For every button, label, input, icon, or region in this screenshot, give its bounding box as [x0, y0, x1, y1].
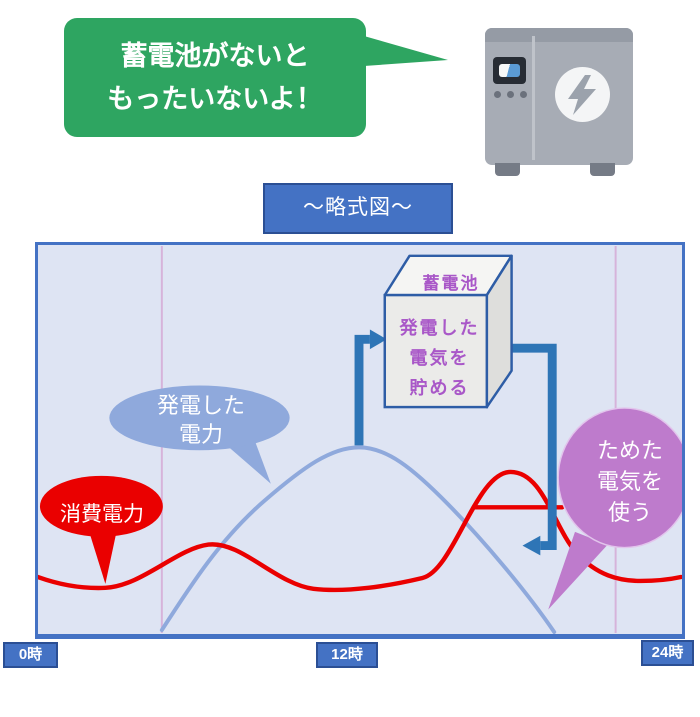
consumed-power-label: 消費電力 [60, 503, 144, 526]
stored-bubble [557, 407, 682, 549]
generated-bubble-tail [222, 438, 271, 484]
battery-cube-title: 蓄電池 [422, 274, 480, 293]
x-tick-0h: 0時 [3, 642, 58, 668]
generated-power-label: 発電した 電力 [156, 393, 245, 447]
battery-bolt-badge [555, 67, 610, 122]
lightning-bolt-shape [568, 75, 596, 115]
consumed-bubble [39, 475, 163, 537]
battery-foot-right [590, 163, 615, 176]
battery-foot-left [495, 163, 520, 176]
lightning-bolt-icon [568, 75, 596, 115]
callout-tail-shape [364, 36, 448, 66]
consumption-curve [38, 469, 682, 593]
battery-cube-body-text: 発電した 電気を 貯める [399, 318, 480, 398]
chart-canvas [38, 245, 682, 634]
callout-bubble: 蓄電池がないと もったいないよ！ [64, 18, 366, 137]
chart-area: 発電した 電力 消費電力 ためた 電気を 使う 蓄電池 発電した 電気を 貯める [35, 242, 685, 639]
discharge-arrow-head-icon [522, 535, 541, 556]
battery-storage-unit-icon [480, 22, 638, 182]
charge-arrow-shaft [354, 334, 370, 446]
consumed-bubble-tail [89, 532, 117, 584]
battery-button-1 [494, 91, 501, 98]
battery-level-icon [499, 64, 520, 77]
battery-top-band [485, 28, 633, 42]
battery-button-3 [520, 91, 527, 98]
discharge-arrow-shaft [510, 343, 557, 551]
battery-cube-front [383, 293, 489, 409]
generated-bubble [109, 385, 290, 451]
stored-power-label: ためた 電気を 使う [596, 438, 663, 525]
x-tick-24h: 24時 [641, 640, 694, 666]
stored-bubble-tail [548, 531, 608, 610]
x-tick-12h: 12時 [316, 642, 378, 668]
callout-tail [364, 36, 448, 66]
battery-button-2 [507, 91, 514, 98]
battery-panel-divider [532, 36, 535, 160]
generation-curve [159, 445, 557, 634]
diagram-title: 〜略式図〜 [263, 183, 453, 234]
charge-arrow-head-icon [369, 329, 387, 350]
battery-display [493, 57, 526, 84]
